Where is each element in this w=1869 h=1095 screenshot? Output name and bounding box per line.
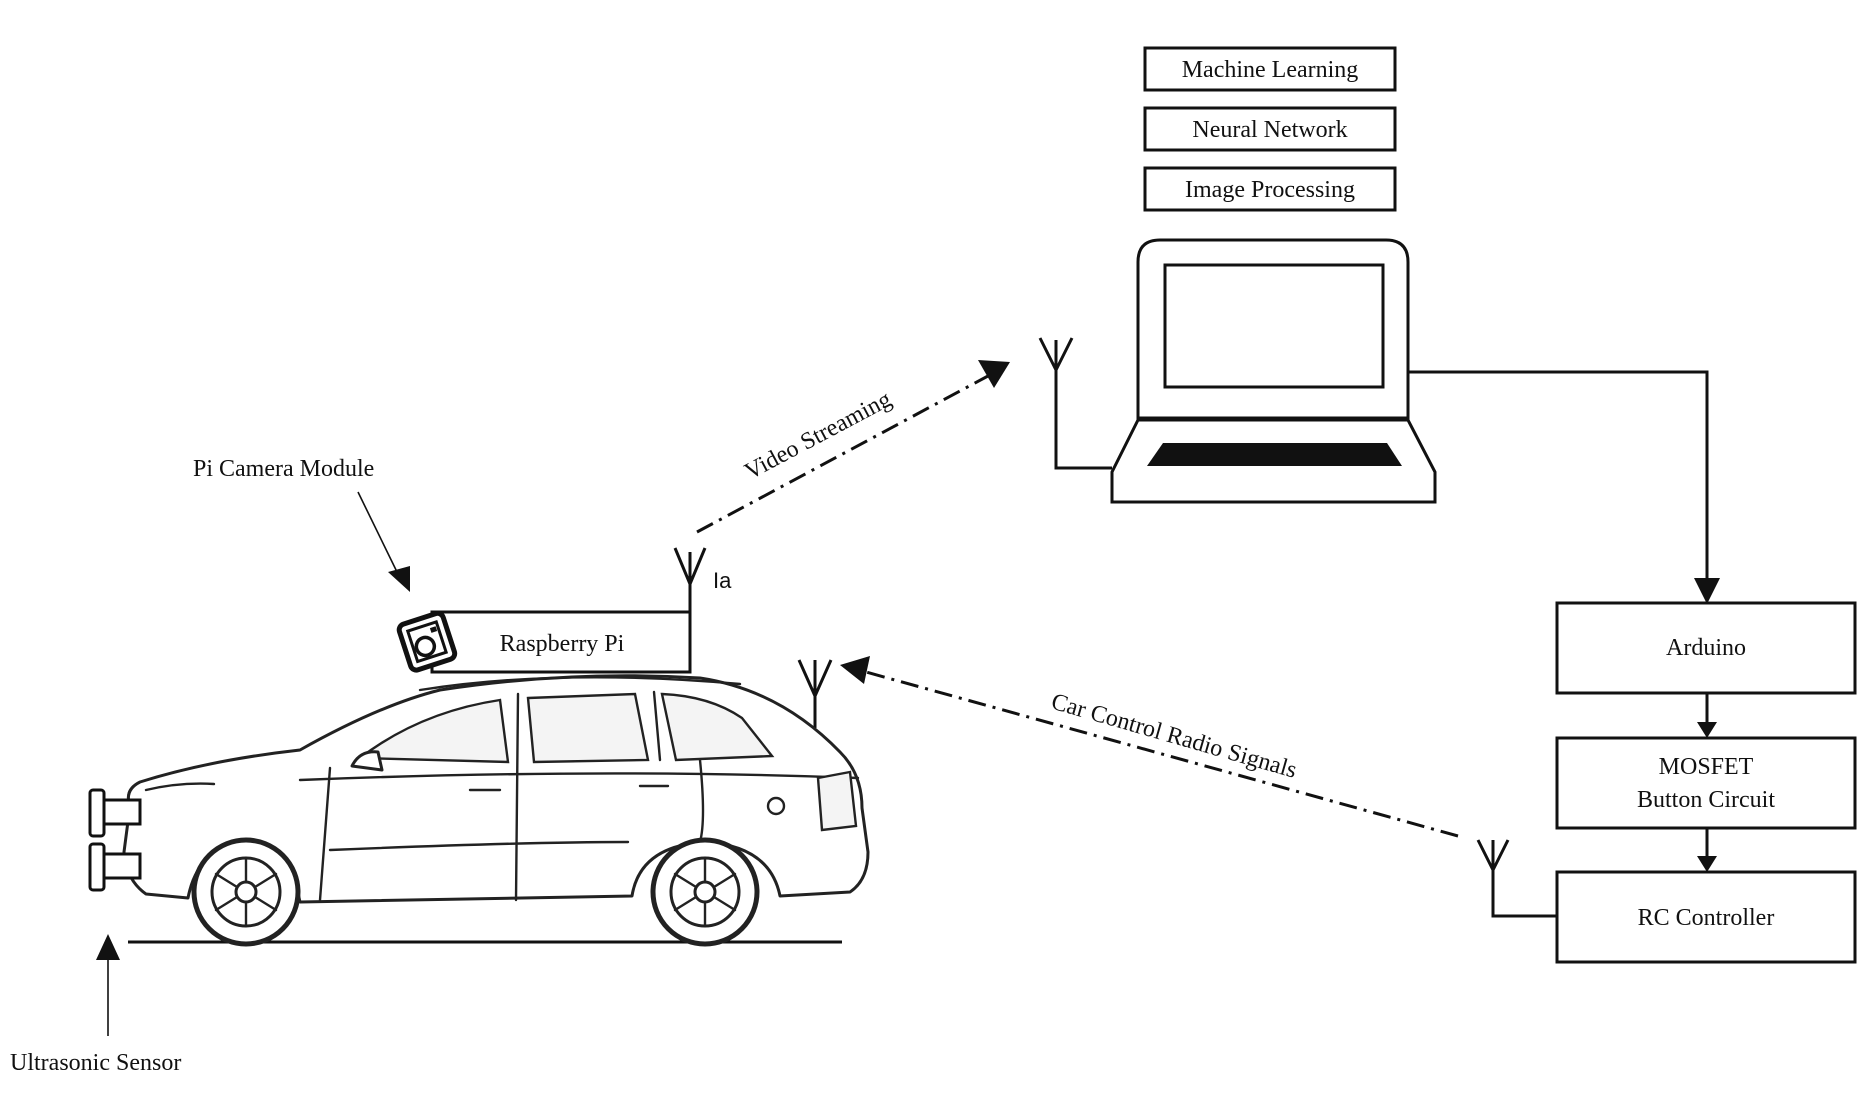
ip-label: Image Processing [1185, 177, 1355, 203]
ultrasonic-label: Ultrasonic Sensor [10, 1050, 181, 1076]
arrowhead-icon [388, 566, 410, 592]
ml-label: Machine Learning [1182, 57, 1359, 83]
laptop-to-arduino-connector [1408, 370, 1709, 590]
arrowhead-icon [96, 934, 120, 960]
radio-signal-link [865, 670, 1459, 838]
rc-controller-label: RC Controller [1638, 905, 1775, 931]
ultrasonic-sensor-icon [88, 788, 142, 892]
arduino-box: Arduino [1555, 601, 1857, 695]
nn-box: Neural Network [1143, 106, 1397, 152]
arrowhead-icon [1697, 722, 1717, 738]
rc-antenna-icon [1476, 839, 1557, 918]
raspberry-pi-label: Raspberry Pi [500, 631, 625, 657]
car-illustration [122, 674, 870, 947]
mosfet-label-line1: MOSFET [1659, 754, 1754, 780]
arrowhead-icon [1694, 578, 1720, 604]
laptop-icon [1110, 238, 1437, 504]
arduino-label: Arduino [1666, 635, 1746, 661]
arrowhead-icon [1697, 856, 1717, 872]
arrowhead-icon [840, 656, 870, 684]
nn-label: Neural Network [1192, 117, 1347, 143]
video-streaming-label: Video Streaming [741, 386, 896, 485]
antenna-mark-label: Ia [713, 568, 732, 593]
arrowhead-icon [978, 360, 1010, 388]
camera-icon [396, 610, 458, 673]
rc-controller-box: RC Controller [1555, 870, 1857, 964]
video-streaming-link [696, 374, 989, 534]
ip-box: Image Processing [1143, 166, 1397, 212]
ml-box: Machine Learning [1143, 46, 1397, 92]
mosfet-label-line2: Button Circuit [1637, 787, 1775, 813]
pi-antenna-icon [673, 547, 707, 612]
pi-camera-label: Pi Camera Module [193, 456, 374, 482]
laptop-antenna-icon [1038, 337, 1112, 470]
rear-wheel [191, 837, 301, 947]
pi-camera-pointer [357, 491, 399, 575]
mosfet-box: MOSFET Button Circuit [1555, 736, 1857, 830]
front-wheel [650, 837, 760, 947]
radio-signal-label: Car Control Radio Signals [1048, 689, 1299, 784]
raspberry-pi-box: Raspberry Pi [430, 610, 692, 674]
car-antenna-icon [797, 659, 833, 728]
